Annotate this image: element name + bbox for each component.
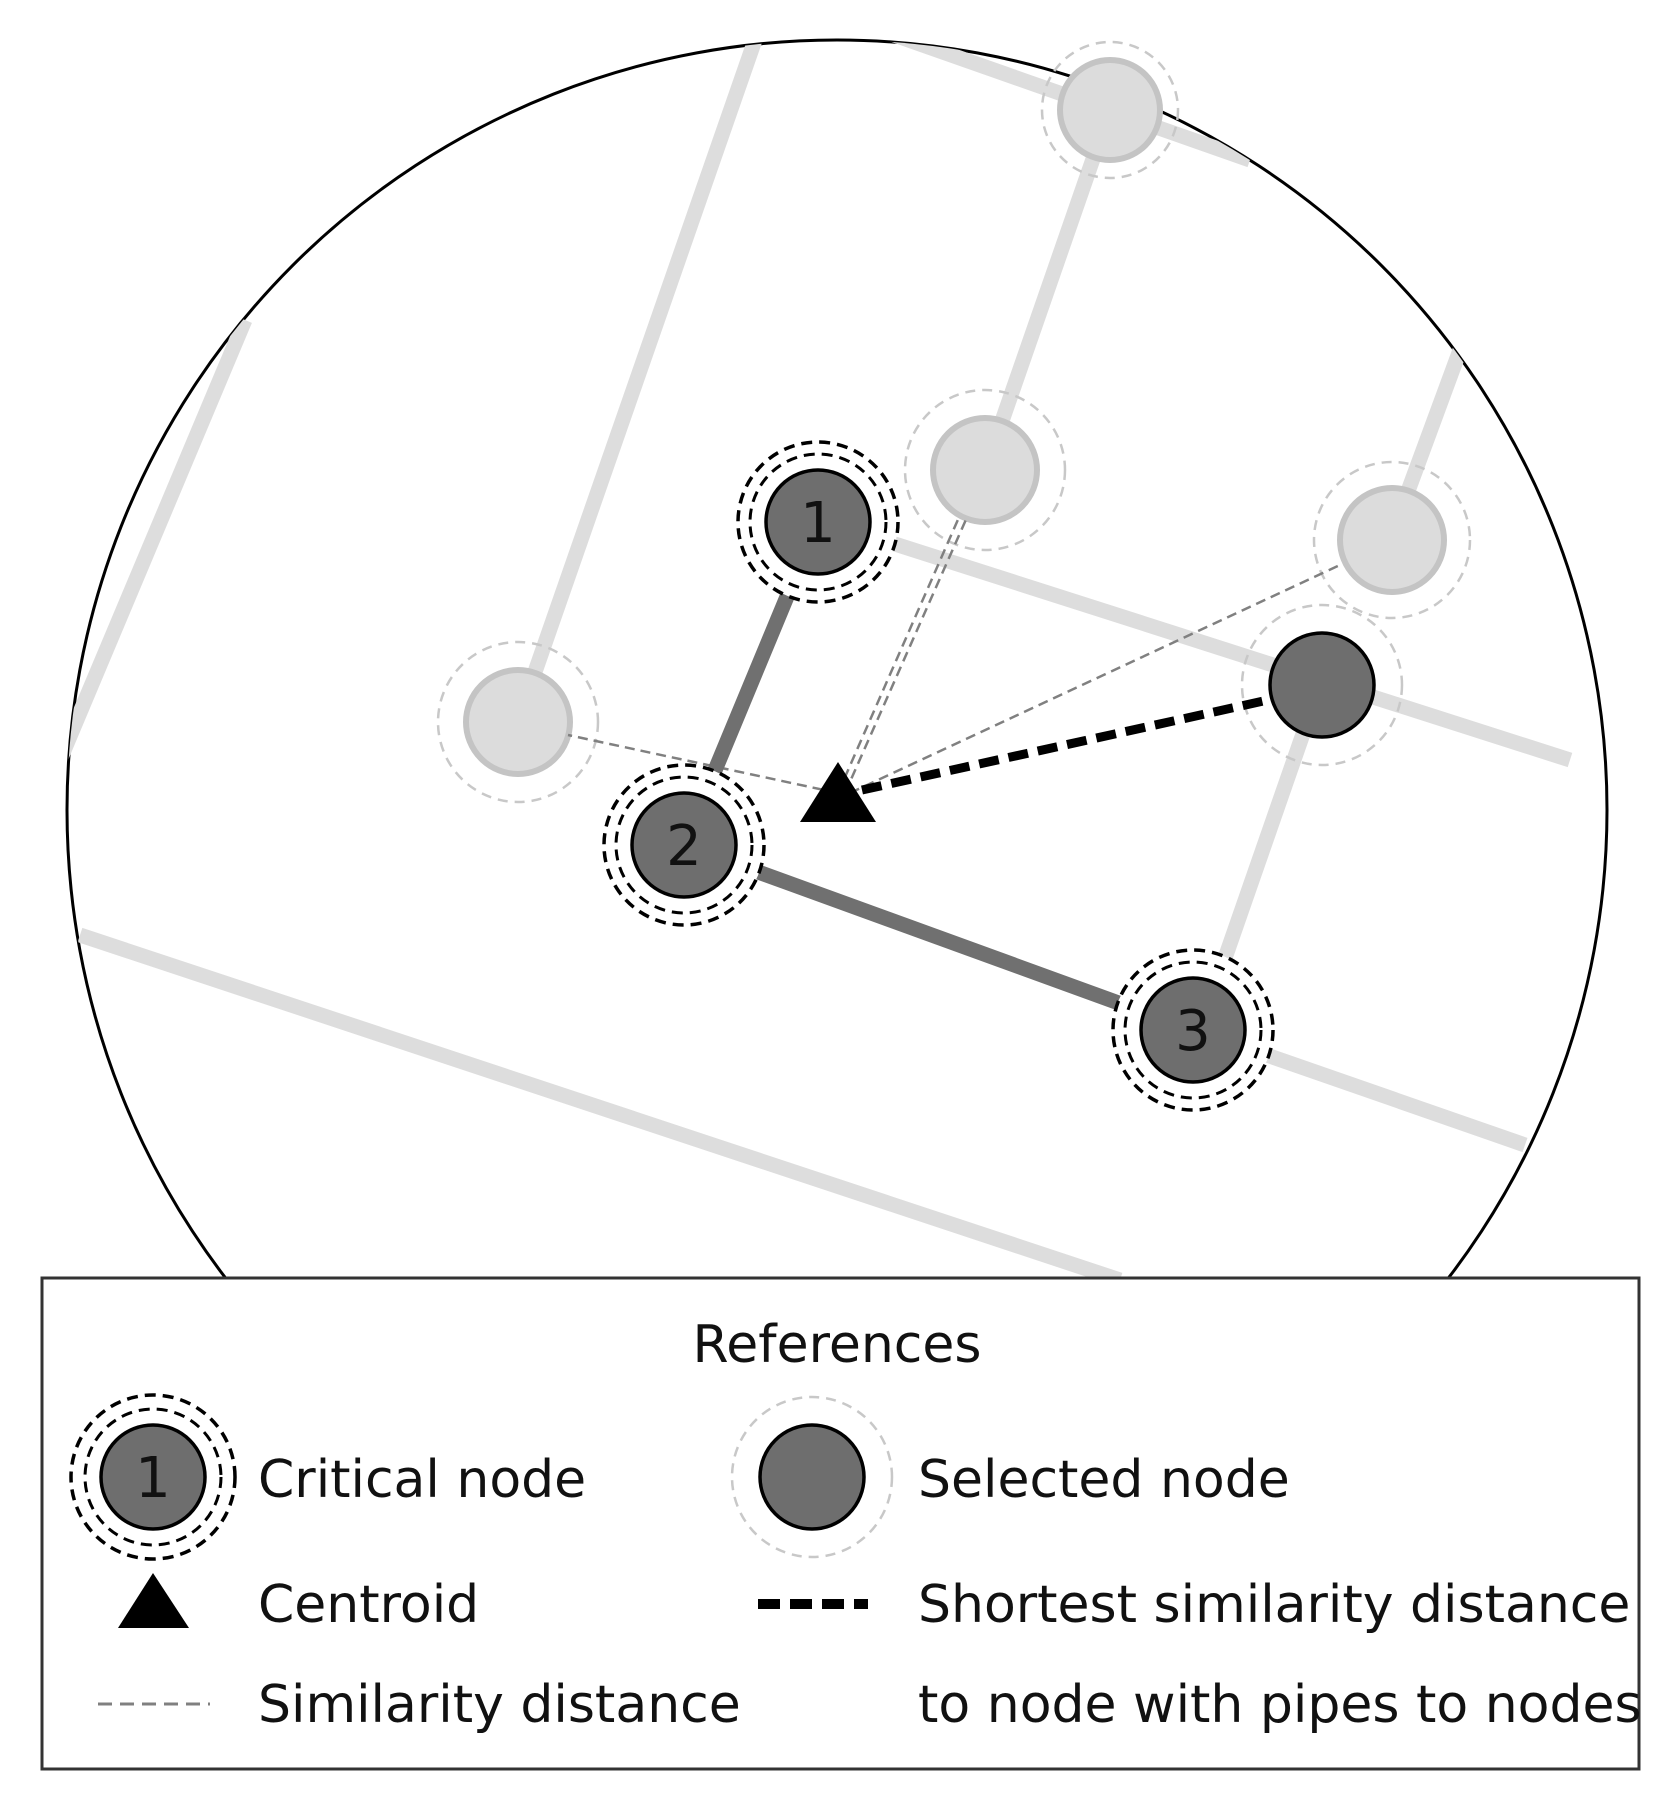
legend-shortest-label-line2: to node with pipes to nodes: [918, 1675, 1642, 1735]
critical-node-3: 3: [1111, 948, 1275, 1112]
shortest-similarity-line: [861, 695, 1269, 795]
legend-critical-node-label: Critical node: [258, 1450, 586, 1510]
critical-pipe-2-3: [681, 837, 1196, 1038]
critical-node-label: 2: [666, 814, 702, 879]
legend-centroid-label: Centroid: [258, 1575, 479, 1635]
pipe-horizontal-right: [817, 512, 1573, 768]
pipe-bottom-long: [77, 927, 1123, 1288]
background-node: [436, 640, 600, 804]
centroid-triangle: [800, 762, 876, 822]
similarity-line: [849, 563, 1341, 795]
legend-critical-node-number: 1: [135, 1446, 171, 1511]
legend-box: [40, 1276, 1641, 1771]
legend-title: References: [693, 1315, 982, 1375]
legend-selected-node-symbol: [730, 1395, 894, 1559]
pipe-upper-to-mid: [977, 107, 1118, 473]
legend-shortest-label-line1: Shortest similarity distance: [918, 1575, 1630, 1635]
similarity-line: [836, 514, 962, 794]
background-node: [1312, 460, 1472, 620]
pipe-vertical-center-left: [512, 40, 763, 718]
legend-selected-node-label: Selected node: [918, 1450, 1290, 1510]
critical-node-label: 1: [800, 491, 836, 556]
legend-similarity-label: Similarity distance: [258, 1675, 741, 1735]
selected-node: [1240, 603, 1404, 767]
critical-node-label: 3: [1175, 999, 1211, 1064]
background-nodes: [436, 40, 1472, 804]
pipe-left-upper: [67, 317, 252, 763]
background-node: [1040, 40, 1180, 180]
similarity-line: [567, 733, 839, 795]
similarity-distance-lines: [567, 514, 1341, 795]
legend-critical-node-symbol: 1: [69, 1393, 237, 1561]
critical-node-1: 1: [736, 440, 900, 604]
background-node: [903, 388, 1067, 552]
similarity-line: [843, 514, 970, 794]
legend-centroid-symbol: [118, 1573, 189, 1628]
critical-node-2: 2: [602, 763, 766, 927]
